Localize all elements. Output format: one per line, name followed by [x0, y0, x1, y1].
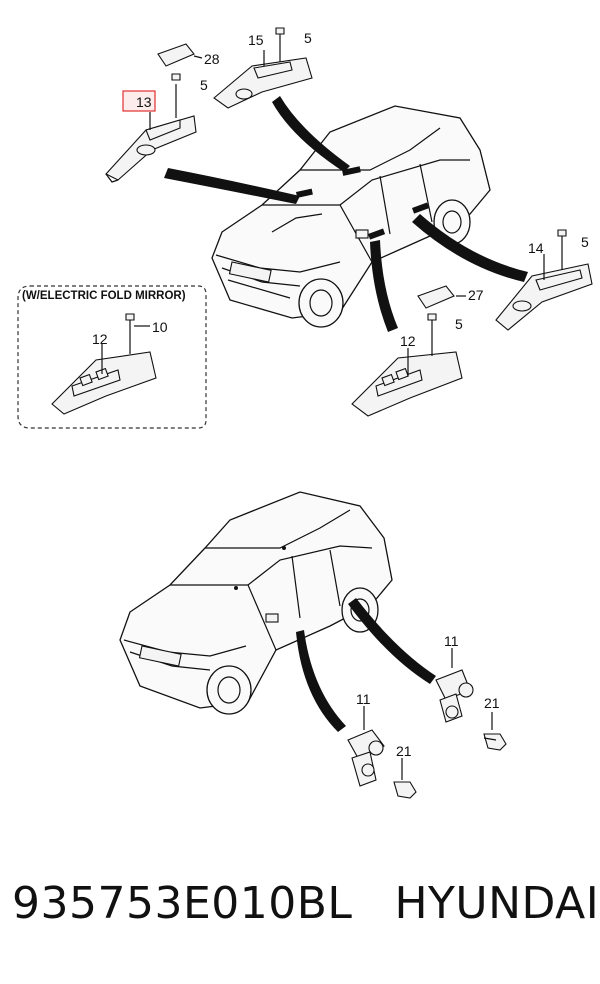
brand-name: HYUNDAI	[394, 878, 600, 929]
part-13-switch-bezel	[105, 73, 197, 183]
callout-12-right: 12	[400, 333, 416, 349]
part-15-switch-bezel	[213, 27, 313, 109]
callout-28: 28	[204, 51, 220, 67]
callout-10: 10	[152, 319, 168, 335]
callout-5-left: 5	[200, 77, 208, 93]
callout-11-left: 11	[356, 691, 371, 707]
pointer-arrows-lower	[296, 598, 436, 732]
highlight-box-13	[122, 90, 156, 112]
callout-5-top: 5	[304, 30, 312, 46]
footer-caption: 935753E010BL HYUNDAI	[12, 878, 599, 948]
callout-21-right: 21	[484, 695, 500, 711]
pointer-arrows-upper	[164, 96, 528, 332]
part-21-bolt-left	[393, 758, 417, 799]
part-11-sensor-left	[347, 706, 385, 787]
part-number: 935753E010BL	[12, 878, 353, 929]
part-12-main-switch	[351, 313, 463, 417]
callout-11-right: 11	[444, 633, 459, 649]
callout-14: 14	[528, 240, 544, 256]
callout-13: 13	[136, 94, 152, 110]
callout-21-left: 21	[396, 743, 412, 759]
part-14-switch-bezel	[495, 229, 593, 331]
callout-15: 15	[248, 32, 264, 48]
callout-27: 27	[468, 287, 484, 303]
part-28-pad	[157, 43, 203, 67]
callout-labels: 28 15 5 5 13 14 5 27 5 12 (W/ELECTRIC FO…	[22, 30, 589, 759]
callout-12-inset: 12	[92, 331, 108, 347]
part-11-sensor-right	[435, 648, 474, 723]
inset-electric-fold-mirror	[17, 285, 207, 429]
part-27-pad	[417, 285, 466, 309]
inset-title: (W/ELECTRIC FOLD MIRROR)	[22, 290, 186, 302]
callout-5-right: 5	[581, 234, 589, 250]
part-21-bolt-right	[483, 712, 507, 751]
callout-5-mid: 5	[455, 316, 463, 332]
